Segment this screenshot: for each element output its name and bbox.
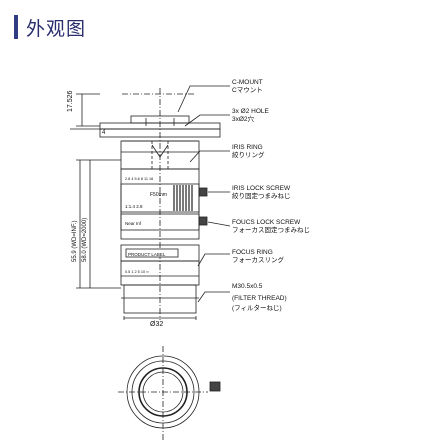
front-view-screw (209, 381, 221, 392)
iris-section-lines (151, 144, 169, 158)
hole-label-jp: 3xØ2穴 (232, 114, 255, 123)
knurl-pattern (173, 185, 193, 211)
iris-lock-label: IRIS LOCK SCREW (232, 185, 291, 192)
lens-aperture-text: 1:1.4 2.8 (125, 204, 143, 209)
hole-label: 3x Ø2 HOLE (232, 108, 270, 115)
flange-dimension: 17.526 (67, 90, 74, 112)
focus-ring-label-jp: フォーカスリング (232, 255, 285, 264)
focus-lock-label-jp: フォーカス固定つまみねじ (232, 225, 310, 234)
mount-holes (145, 118, 175, 126)
c-mount-label: C-MOUNT (232, 79, 263, 86)
diameter-dimension: Ø32 (150, 321, 163, 328)
product-label-text: PRODUCT LABEL (128, 252, 166, 257)
iris-scale-text: 2.8 4 5.6 8 11 16 (125, 177, 153, 181)
lens-focal-text: F50mm (150, 192, 167, 198)
iris-ring-label: IRIS RING (232, 144, 263, 151)
leader-focus-lock (207, 221, 231, 227)
flange-body (99, 128, 221, 138)
iris-ring-label-jp: 絞りリング (232, 150, 265, 159)
product-label-box (125, 248, 179, 258)
section-title: 外观图 (26, 17, 87, 40)
focus-scale-text: 0.5 1 2 5 10 ∞ (125, 270, 149, 274)
iris-lock-label-jp: 絞り固定つまみねじ (232, 191, 291, 200)
iris-lock-screw (198, 187, 208, 197)
leader-hole (184, 114, 230, 127)
heading-accent-bar (14, 15, 18, 39)
flange-small-dimension: 4 (102, 130, 106, 136)
leader-c-mount (177, 85, 230, 113)
c-mount-label-jp: Cマウント (232, 86, 263, 94)
focus-ring-label: FOCUS RING (232, 249, 273, 256)
iris-scale-band (120, 183, 200, 213)
leader-filter-thread (197, 291, 230, 303)
lens-near-inf-text: Near Inf (125, 221, 142, 226)
focus-lock-screw (198, 216, 208, 226)
length-2000-dimension: 58.0 (WD=2000) (82, 218, 88, 262)
focus-lock-label: FOUCS LOCK SCREW (232, 219, 301, 226)
filter-thread-barrel (123, 284, 197, 314)
section-heading: 外观图 (14, 12, 86, 42)
leader-iris-ring (189, 150, 230, 163)
leader-focus-ring (197, 253, 230, 267)
thread-label: M30.5x0.5 (232, 283, 263, 290)
filter-thread-label: (FILTER THREAD) (232, 295, 287, 302)
filter-thread-label-jp: (フィルターねじ) (232, 303, 282, 312)
length-inf-dimension: 55.9 (WD=INF.) (72, 220, 78, 262)
